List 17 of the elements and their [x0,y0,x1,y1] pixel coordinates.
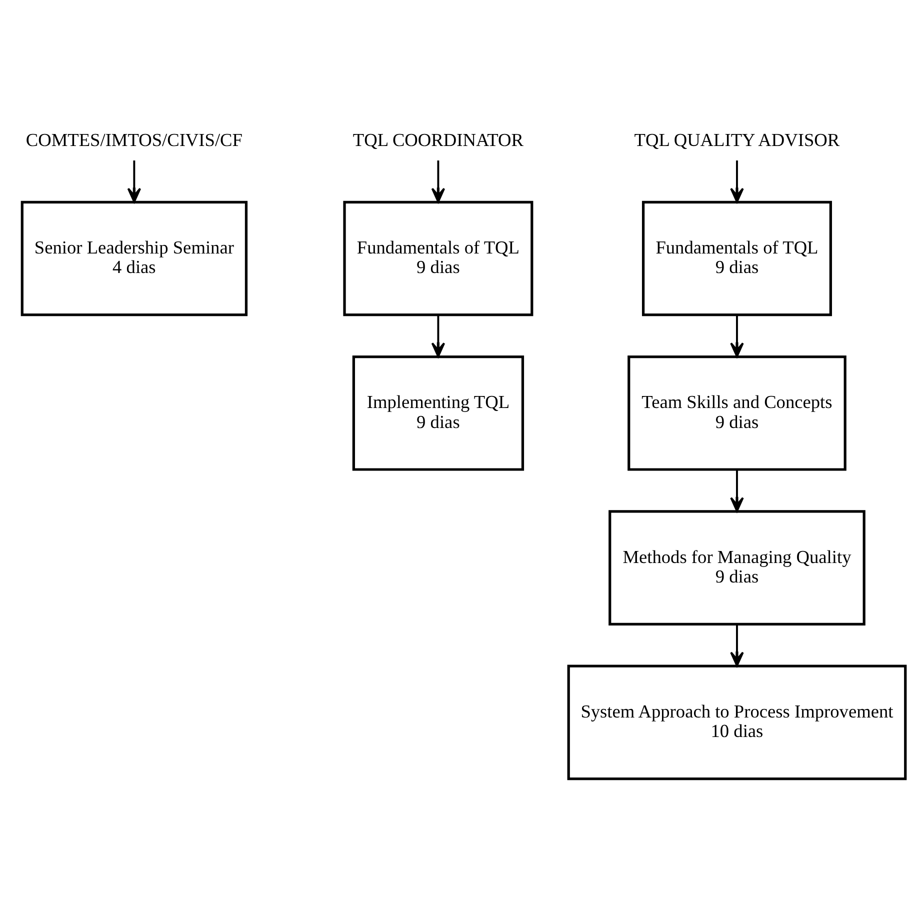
node-text: TQL COORDINATOR [352,130,524,150]
node-box: System Approach to Process Improvement 10 dias [567,664,907,780]
node-box: Fundamentals of TQL 9 dias [343,200,534,316]
arrow [730,314,744,357]
arrow [127,160,142,202]
node-box: Implementing TQL 9 dias [352,355,524,470]
node-box: Team Skills and Concepts 9 dias [628,355,846,470]
node-box: Methods for Managing Quality 9 dias [608,510,866,625]
arrow [431,160,446,202]
arrow [730,624,744,666]
node-text: COMTES/IMTOS/CIVIS/CF [26,130,242,150]
arrow [730,160,744,202]
node-box: Senior Leadership Seminar 4 dias [20,200,248,316]
node-box: Fundamentals of TQL 9 dias [642,200,832,316]
arrow [431,314,446,357]
arrow [730,469,744,512]
node-text: TQL QUALITY ADVISOR [634,130,840,150]
